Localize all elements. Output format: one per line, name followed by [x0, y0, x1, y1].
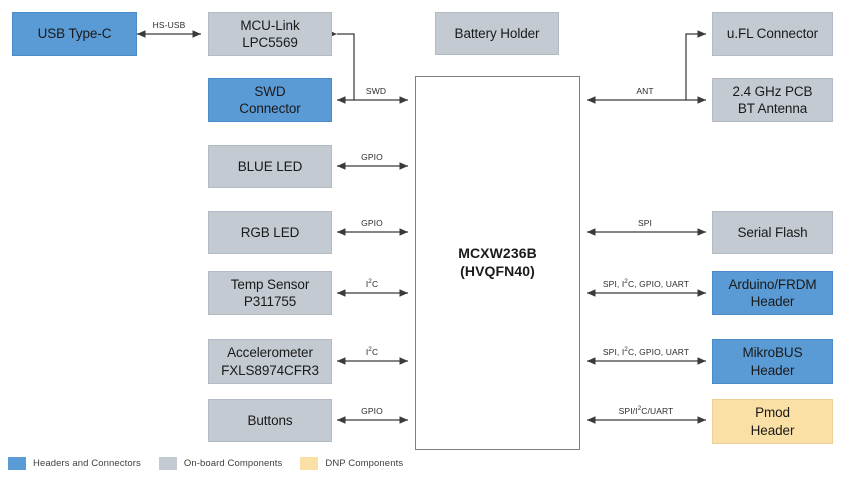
wire-label-gpio-buttons: GPIO — [359, 406, 385, 416]
node-label: RGB LED — [240, 224, 300, 240]
node-blue-led[interactable]: BLUE LED — [208, 145, 332, 188]
wire-label-hs-usb: HS-USB — [150, 20, 188, 30]
wire-label-gpio-blue-led: GPIO — [359, 152, 385, 162]
node-label: Serial Flash — [737, 224, 808, 240]
node-label: 2.4 GHz PCB BT Antenna — [732, 83, 813, 116]
node-usb-type-c[interactable]: USB Type-C — [12, 12, 137, 56]
label-part-pre: I — [365, 279, 369, 289]
label-part-post: C, GPIO, UART — [627, 279, 690, 289]
wire-label-mikrobus-bus: SPI, I2C, GPIO, UART — [600, 346, 692, 357]
label-part-pre: I — [365, 347, 369, 357]
legend-item-onboard-components: On-board Components — [158, 457, 283, 470]
wire-label-spi-serial-flash: SPI — [635, 218, 655, 228]
legend-item-label: Headers and Connectors — [33, 458, 141, 469]
label-part-post: C, GPIO, UART — [627, 347, 690, 357]
label-part-sup: 2 — [624, 346, 628, 354]
wire-label-pmod-bus: SPI/I2C/UART — [616, 405, 676, 416]
node-label: Accelerometer FXLS8974CFR3 — [221, 345, 319, 378]
wire-label-gpio-rgb-led: GPIO — [359, 218, 385, 228]
node-label: Buttons — [247, 412, 293, 428]
node-temp-sensor[interactable]: Temp Sensor P311755 — [208, 271, 332, 315]
label-part-post: C — [371, 279, 379, 289]
legend-swatch-icon — [158, 457, 177, 470]
node-label: MCU-Link LPC5569 — [240, 17, 300, 50]
node-swd-connector[interactable]: SWD Connector — [208, 78, 332, 122]
legend-item-label: DNP Components — [325, 458, 404, 469]
node-label: Battery Holder — [454, 25, 540, 41]
node-label: Arduino/FRDM Header — [728, 276, 817, 309]
label-part-pre: SPI, I — [602, 347, 625, 357]
wire-label-swd: SWD — [363, 86, 389, 96]
label-part-sup: 2 — [624, 278, 628, 286]
node-label: Temp Sensor P311755 — [230, 276, 310, 309]
wire-swd-branch-up — [328, 30, 355, 100]
legend-item-headers-connectors: Headers and Connectors — [8, 457, 141, 470]
legend-item-label: On-board Components — [183, 458, 283, 469]
node-arduino-frdm-header[interactable]: Arduino/FRDM Header — [712, 271, 833, 315]
label-part-sup: 2 — [368, 278, 372, 286]
wire-label-i2c-temp-sensor: I2C — [363, 278, 381, 289]
wire-label-ant: ANT — [634, 86, 656, 96]
label-part-sup: 2 — [368, 346, 372, 354]
node-rgb-led[interactable]: RGB LED — [208, 211, 332, 254]
node-label: MCXW236B (HVQFN40) — [458, 245, 537, 279]
legend: Headers and Connectors On-board Componen… — [8, 457, 421, 470]
node-label: MikroBUS Header — [742, 345, 803, 378]
legend-item-dnp-components: DNP Components — [300, 457, 403, 470]
node-battery-holder[interactable]: Battery Holder — [435, 12, 559, 55]
legend-swatch-icon — [300, 457, 319, 470]
label-part-sup: 2 — [637, 405, 642, 413]
node-label: BLUE LED — [237, 158, 303, 174]
legend-swatch-icon — [8, 457, 26, 470]
node-serial-flash[interactable]: Serial Flash — [712, 211, 833, 254]
node-buttons[interactable]: Buttons — [208, 399, 332, 442]
node-mikrobus-header[interactable]: MikroBUS Header — [712, 339, 833, 384]
node-mcu-mcxw236b[interactable]: MCXW236B (HVQFN40) — [415, 76, 580, 450]
node-ufl-connector[interactable]: u.FL Connector — [712, 12, 833, 56]
wire-label-i2c-accelerometer: I2C — [363, 346, 381, 357]
node-accelerometer[interactable]: Accelerometer FXLS8974CFR3 — [208, 339, 332, 384]
label-part-pre: SPI/I — [618, 406, 638, 416]
node-bt-antenna[interactable]: 2.4 GHz PCB BT Antenna — [712, 78, 833, 122]
label-part-pre: SPI, I — [602, 279, 625, 289]
node-pmod-header[interactable]: Pmod Header — [712, 399, 833, 444]
wire-label-arduino-bus: SPI, I2C, GPIO, UART — [600, 278, 692, 289]
node-label: USB Type-C — [37, 26, 112, 42]
node-label: u.FL Connector — [726, 26, 819, 42]
label-part-post: C — [371, 347, 379, 357]
node-mcu-link[interactable]: MCU-Link LPC5569 — [208, 12, 332, 56]
wire-ant-branch-up — [685, 30, 706, 100]
node-label: Pmod Header — [750, 405, 795, 438]
label-part-post: C/UART — [641, 406, 674, 416]
node-label: SWD Connector — [239, 83, 301, 116]
